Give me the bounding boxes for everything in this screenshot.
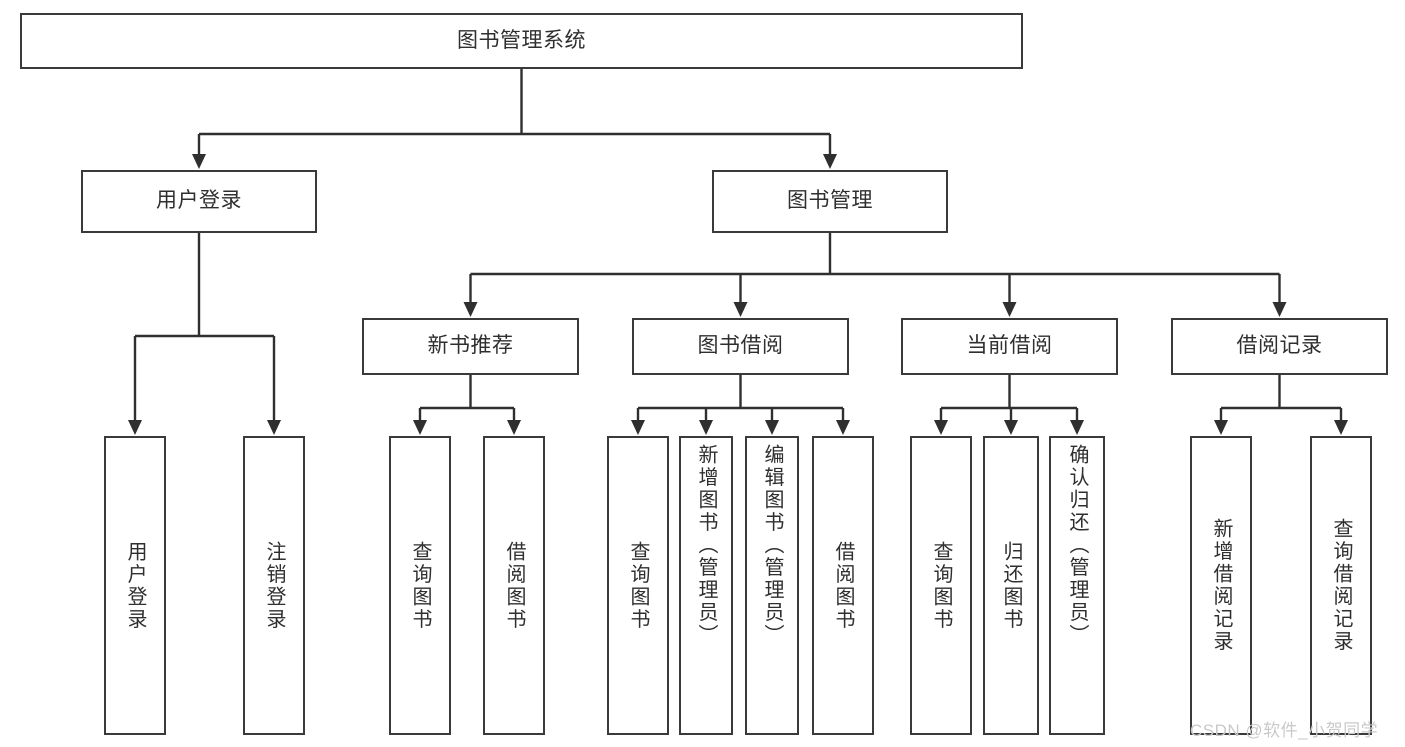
node-leaf-confirm-return[interactable]: 确认归还（管理员） (1049, 436, 1105, 735)
node-new-book-rec[interactable]: 新书推荐 (362, 318, 579, 375)
node-label: 借阅图书 (503, 540, 525, 631)
connector-book-manage (463, 233, 1287, 317)
node-label: 图书管理 (787, 189, 873, 213)
node-user-login[interactable]: 用户登录 (81, 170, 317, 233)
node-leaf-query-record[interactable]: 查询借阅记录 (1310, 436, 1372, 735)
node-label: 用户登录 (156, 189, 242, 213)
node-leaf-add-record[interactable]: 新增借阅记录 (1190, 436, 1252, 735)
node-leaf-edit-book[interactable]: 编辑图书（管理员） (745, 436, 799, 735)
node-current-borrow[interactable]: 当前借阅 (901, 318, 1118, 375)
node-label: 归还图书 (1000, 540, 1022, 631)
csdn-watermark: CSDN @软件_小贺同学 (1190, 721, 1379, 740)
node-leaf-user-login[interactable]: 用户登录 (104, 436, 166, 735)
node-label: 查询图书 (627, 540, 649, 631)
connector-user-login (128, 233, 281, 435)
node-book-borrow[interactable]: 图书借阅 (632, 318, 849, 375)
connector-current-borrow (934, 375, 1084, 435)
node-label: 借阅图书 (832, 540, 854, 631)
node-book-manage[interactable]: 图书管理 (712, 170, 948, 233)
node-leaf-query-book-1[interactable]: 查询图书 (389, 436, 451, 735)
node-label: 图书借阅 (697, 334, 784, 358)
connector-root (192, 69, 837, 169)
connector-new-book-rec (413, 375, 521, 435)
connector-book-borrow (631, 375, 850, 435)
node-leaf-query-book-2[interactable]: 查询图书 (607, 436, 669, 735)
node-label: 编辑图书（管理员） (761, 444, 783, 647)
node-leaf-query-book-3[interactable]: 查询图书 (910, 436, 972, 735)
node-label: 查询图书 (930, 540, 952, 631)
node-root[interactable]: 图书管理系统 (20, 13, 1023, 69)
node-label: 新增图书（管理员） (695, 444, 717, 647)
node-borrow-record[interactable]: 借阅记录 (1171, 318, 1388, 375)
node-leaf-add-book[interactable]: 新增图书（管理员） (679, 436, 733, 735)
node-label: 新增借阅记录 (1210, 518, 1232, 653)
node-label: 当前借阅 (966, 334, 1053, 358)
node-label: 用户登录 (124, 540, 146, 631)
node-label: 查询借阅记录 (1330, 518, 1352, 653)
node-label: 注销登录 (263, 540, 285, 631)
node-label: 借阅记录 (1236, 334, 1323, 358)
node-label: 图书管理系统 (457, 28, 586, 52)
node-label: 新书推荐 (427, 334, 514, 358)
node-leaf-logout[interactable]: 注销登录 (243, 436, 305, 735)
node-label: 查询图书 (409, 540, 431, 631)
connector-borrow-record (1214, 375, 1348, 435)
node-leaf-return-book[interactable]: 归还图书 (983, 436, 1039, 735)
node-leaf-borrow-book-2[interactable]: 借阅图书 (812, 436, 874, 735)
node-label: 确认归还（管理员） (1066, 444, 1088, 647)
node-leaf-borrow-book-1[interactable]: 借阅图书 (483, 436, 545, 735)
